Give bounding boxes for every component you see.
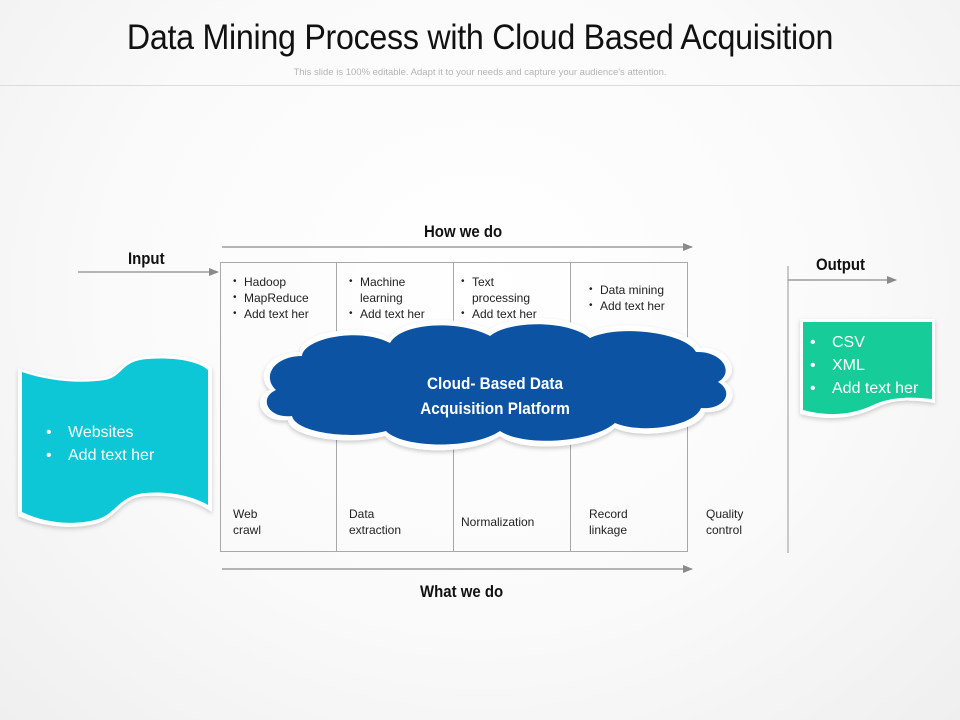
- how-item: MapReduce: [233, 290, 333, 306]
- what-we-do-label: What we do: [420, 582, 504, 601]
- grid-divider-1: [336, 262, 337, 552]
- output-list: CSV XML Add text her: [808, 331, 918, 400]
- header-divider: [0, 85, 960, 86]
- input-label: Input: [128, 249, 165, 268]
- output-item: Add text her: [808, 377, 918, 400]
- what-cell-data-extraction: Data extraction: [349, 507, 402, 537]
- how-item: Text processing: [461, 274, 566, 306]
- how-item: Add text her: [589, 298, 684, 314]
- output-label: Output: [816, 255, 866, 274]
- how-item: Add text her: [461, 306, 566, 322]
- what-cell-web-crawl: Web crawl: [233, 507, 262, 537]
- cloud-label: Cloud- Based Data Acquisition Platform: [374, 371, 617, 421]
- how-item: Add text her: [233, 306, 333, 322]
- output-item: CSV: [808, 331, 918, 354]
- how-cell-3: Text processing Add text her: [461, 274, 566, 322]
- cloud-label-line1: Cloud- Based Data: [426, 374, 564, 393]
- slide-subtitle: This slide is 100% editable. Adapt it to…: [293, 67, 667, 78]
- input-item: Add text her: [44, 444, 154, 467]
- what-cell-record-linkage: Record linkage: [589, 507, 628, 537]
- how-item: Data mining: [589, 282, 684, 298]
- output-item: XML: [808, 354, 918, 377]
- how-cell-2: Machine learning Add text her: [349, 274, 449, 322]
- what-cell-normalization: Normalization: [461, 515, 535, 529]
- input-list: Websites Add text her: [44, 421, 154, 467]
- what-cell-quality-control: Quality control: [706, 507, 744, 537]
- how-item: Machine learning: [349, 274, 449, 306]
- input-item: Websites: [44, 421, 154, 444]
- how-item: Add text her: [349, 306, 449, 322]
- how-cell-4: Data mining Add text her: [589, 282, 684, 314]
- how-cell-1: Hadoop MapReduce Add text her: [233, 274, 333, 322]
- how-item: Hadoop: [233, 274, 333, 290]
- how-we-do-label: How we do: [424, 222, 503, 241]
- slide-title: Data Mining Process with Cloud Based Acq…: [126, 18, 834, 57]
- cloud-label-line2: Acquisition Platform: [420, 399, 570, 418]
